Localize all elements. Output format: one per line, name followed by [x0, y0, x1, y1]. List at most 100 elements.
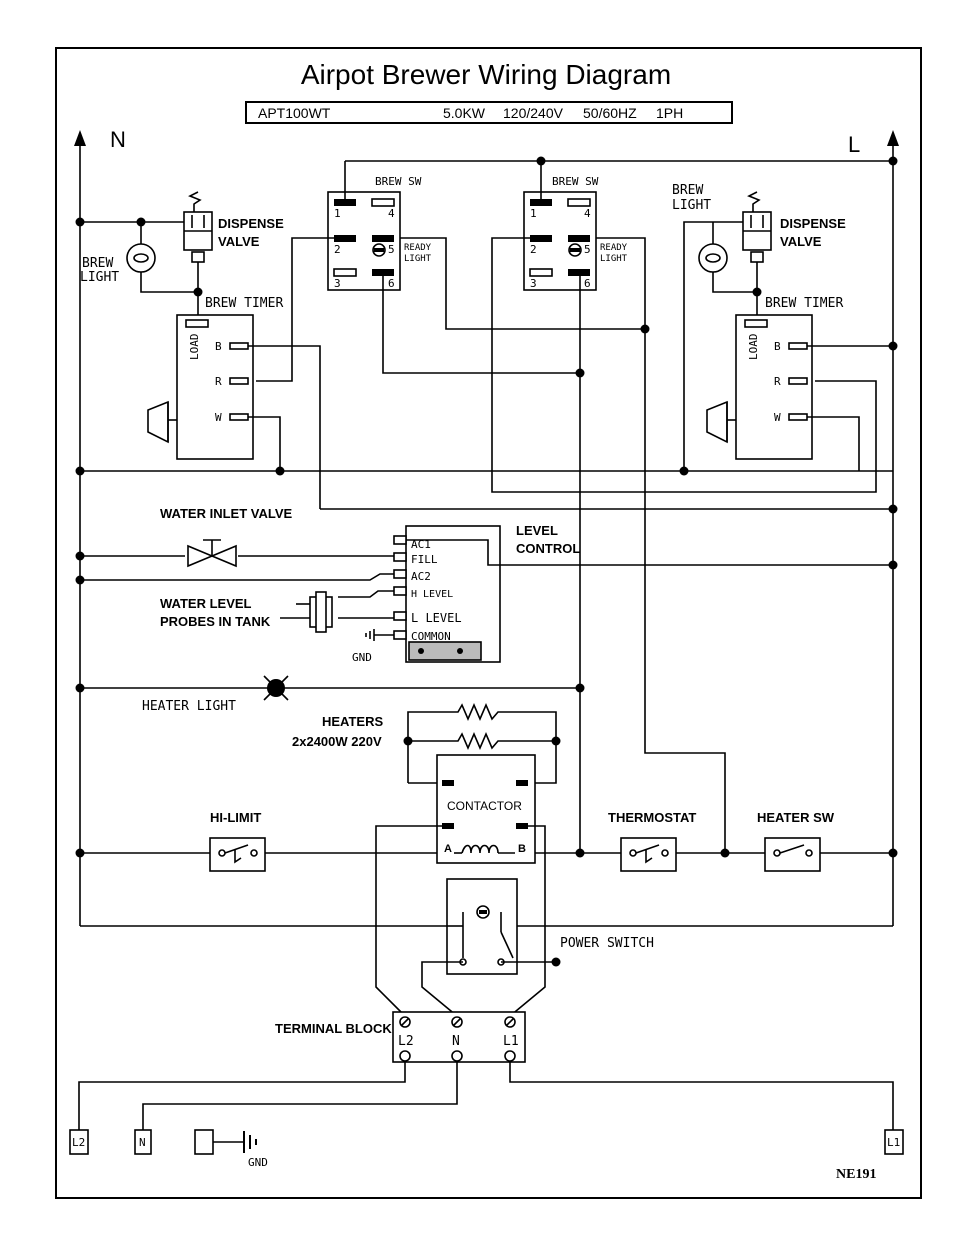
svg-text:R: R — [215, 375, 222, 388]
svg-text:GND: GND — [248, 1156, 268, 1169]
svg-text:2: 2 — [334, 243, 341, 256]
svg-text:AC1: AC1 — [411, 538, 431, 551]
neutral-rail: N — [74, 127, 126, 926]
svg-text:1: 1 — [530, 207, 537, 220]
svg-text:WATER INLET VALVE: WATER INLET VALVE — [160, 506, 292, 521]
svg-text:L LEVEL: L LEVEL — [411, 611, 462, 625]
svg-text:B: B — [215, 340, 222, 353]
level-control-wiring — [75, 539, 898, 641]
svg-text:GND: GND — [352, 651, 372, 664]
heaters: HEATERS 2x2400W 220V — [292, 702, 561, 784]
svg-text:B: B — [774, 340, 781, 353]
spec-phase: 1PH — [656, 105, 683, 121]
brew-switch-right: BREW SW 1 4 2 5 3 6 READY LIGHT — [523, 175, 628, 291]
svg-text:POWER SWITCH: POWER SWITCH — [560, 936, 654, 951]
hi-limit: HI-LIMIT — [75, 810, 266, 872]
svg-text:HI-LIMIT: HI-LIMIT — [210, 810, 261, 825]
svg-text:VALVE: VALVE — [218, 234, 260, 249]
svg-text:WATER LEVEL: WATER LEVEL — [160, 596, 252, 611]
spec-power: 5.0KW — [443, 105, 486, 121]
ready-light-right-l1: READY — [600, 243, 628, 253]
svg-text:5: 5 — [584, 243, 591, 256]
svg-text:CONTROL: CONTROL — [516, 541, 580, 556]
svg-text:N: N — [452, 1034, 460, 1049]
line-label: L — [848, 132, 860, 157]
spec-box — [245, 101, 733, 124]
svg-text:DISPENSE: DISPENSE — [780, 216, 846, 231]
svg-text:DISPENSE: DISPENSE — [218, 216, 284, 231]
svg-text:R: R — [774, 375, 781, 388]
right-light-wiring — [679, 221, 762, 476]
brew-timer-right: BREW TIMER LOAD B R W — [706, 296, 843, 460]
thermostat: THERMOSTAT — [608, 810, 730, 872]
svg-text:L2: L2 — [398, 1034, 414, 1049]
svg-text:1: 1 — [334, 207, 341, 220]
heater-light: HEATER LIGHT — [75, 675, 585, 714]
power-switch-wiring — [421, 925, 561, 1017]
spec-frequency: 50/60HZ — [583, 105, 637, 121]
svg-text:N: N — [139, 1136, 146, 1149]
dispense-valve-left: DISPENSE VALVE — [183, 191, 284, 263]
svg-text:A: A — [444, 843, 452, 855]
svg-text:BREW TIMER: BREW TIMER — [765, 296, 843, 311]
diagram-border — [55, 47, 922, 1199]
water-inlet-valve: WATER INLET VALVE — [160, 506, 292, 568]
svg-text:CONTACTOR: CONTACTOR — [447, 799, 522, 813]
ready-light-right-l2: LIGHT — [600, 254, 628, 264]
heater-switch: HEATER SW — [757, 810, 898, 872]
svg-text:BREW TIMER: BREW TIMER — [205, 296, 283, 311]
svg-text:HEATER SW: HEATER SW — [757, 810, 835, 825]
svg-text:LOAD: LOAD — [747, 334, 760, 361]
svg-text:2x2400W 220V: 2x2400W 220V — [292, 734, 382, 749]
svg-text:W: W — [215, 411, 222, 424]
svg-text:2: 2 — [530, 243, 537, 256]
diagram-title: Airpot Brewer Wiring Diagram — [301, 59, 671, 90]
svg-text:W: W — [774, 411, 781, 424]
brew-switch-wiring — [256, 156, 898, 853]
svg-text:THERMOSTAT: THERMOSTAT — [608, 810, 696, 825]
svg-text:4: 4 — [388, 207, 395, 220]
brew-switch-left-label: BREW SW — [375, 175, 422, 188]
svg-text:3: 3 — [530, 277, 537, 290]
svg-text:H LEVEL: H LEVEL — [411, 589, 453, 600]
spec-voltage: 120/240V — [503, 105, 564, 121]
svg-text:L2: L2 — [72, 1136, 85, 1149]
supply-terminals: L2 N GND L1 — [69, 1129, 904, 1169]
contactor: CONTACTOR A B — [436, 754, 536, 864]
svg-text:HEATERS: HEATERS — [322, 714, 383, 729]
svg-text:VALVE: VALVE — [780, 234, 822, 249]
left-timer-wiring — [75, 345, 321, 509]
svg-text:LEVEL: LEVEL — [516, 523, 558, 538]
svg-text:LOAD: LOAD — [188, 334, 201, 361]
svg-text:BREW: BREW — [82, 256, 113, 271]
brew-light-right: BREW LIGHT — [672, 183, 728, 273]
brew-switch-right-label: BREW SW — [552, 175, 599, 188]
neutral-label: N — [110, 127, 126, 152]
spec-model: APT100WT — [258, 105, 331, 121]
dispense-valve-right: DISPENSE VALVE — [742, 191, 846, 263]
ready-light-left-l2: LIGHT — [404, 254, 432, 264]
right-timer-wiring — [807, 341, 898, 514]
ready-light-left-l1: READY — [404, 243, 432, 253]
water-level-probes: WATER LEVEL PROBES IN TANK — [160, 591, 333, 633]
svg-text:COMMON: COMMON — [411, 630, 451, 643]
svg-text:LIGHT: LIGHT — [672, 198, 711, 213]
svg-text:L1: L1 — [887, 1136, 900, 1149]
svg-text:6: 6 — [584, 277, 591, 290]
svg-text:5: 5 — [388, 243, 395, 256]
svg-text:PROBES IN TANK: PROBES IN TANK — [160, 614, 271, 629]
supply-wiring — [78, 1061, 894, 1130]
terminal-block: TERMINAL BLOCK L2 N L1 — [275, 1011, 526, 1063]
line-rail: L — [848, 130, 899, 926]
svg-text:B: B — [518, 843, 526, 855]
brew-light-left: BREW LIGHT — [80, 243, 156, 285]
svg-text:3: 3 — [334, 277, 341, 290]
drawing-number: NE191 — [836, 1167, 876, 1182]
svg-text:LIGHT: LIGHT — [80, 270, 119, 285]
svg-text:4: 4 — [584, 207, 591, 220]
brew-switch-left: BREW SW 1 4 2 5 3 6 READY LIGHT — [327, 175, 432, 291]
left-light-wiring — [75, 217, 203, 320]
brew-timer-left: BREW TIMER LOAD B R W — [147, 296, 283, 460]
contactor-wiring — [375, 825, 585, 1017]
